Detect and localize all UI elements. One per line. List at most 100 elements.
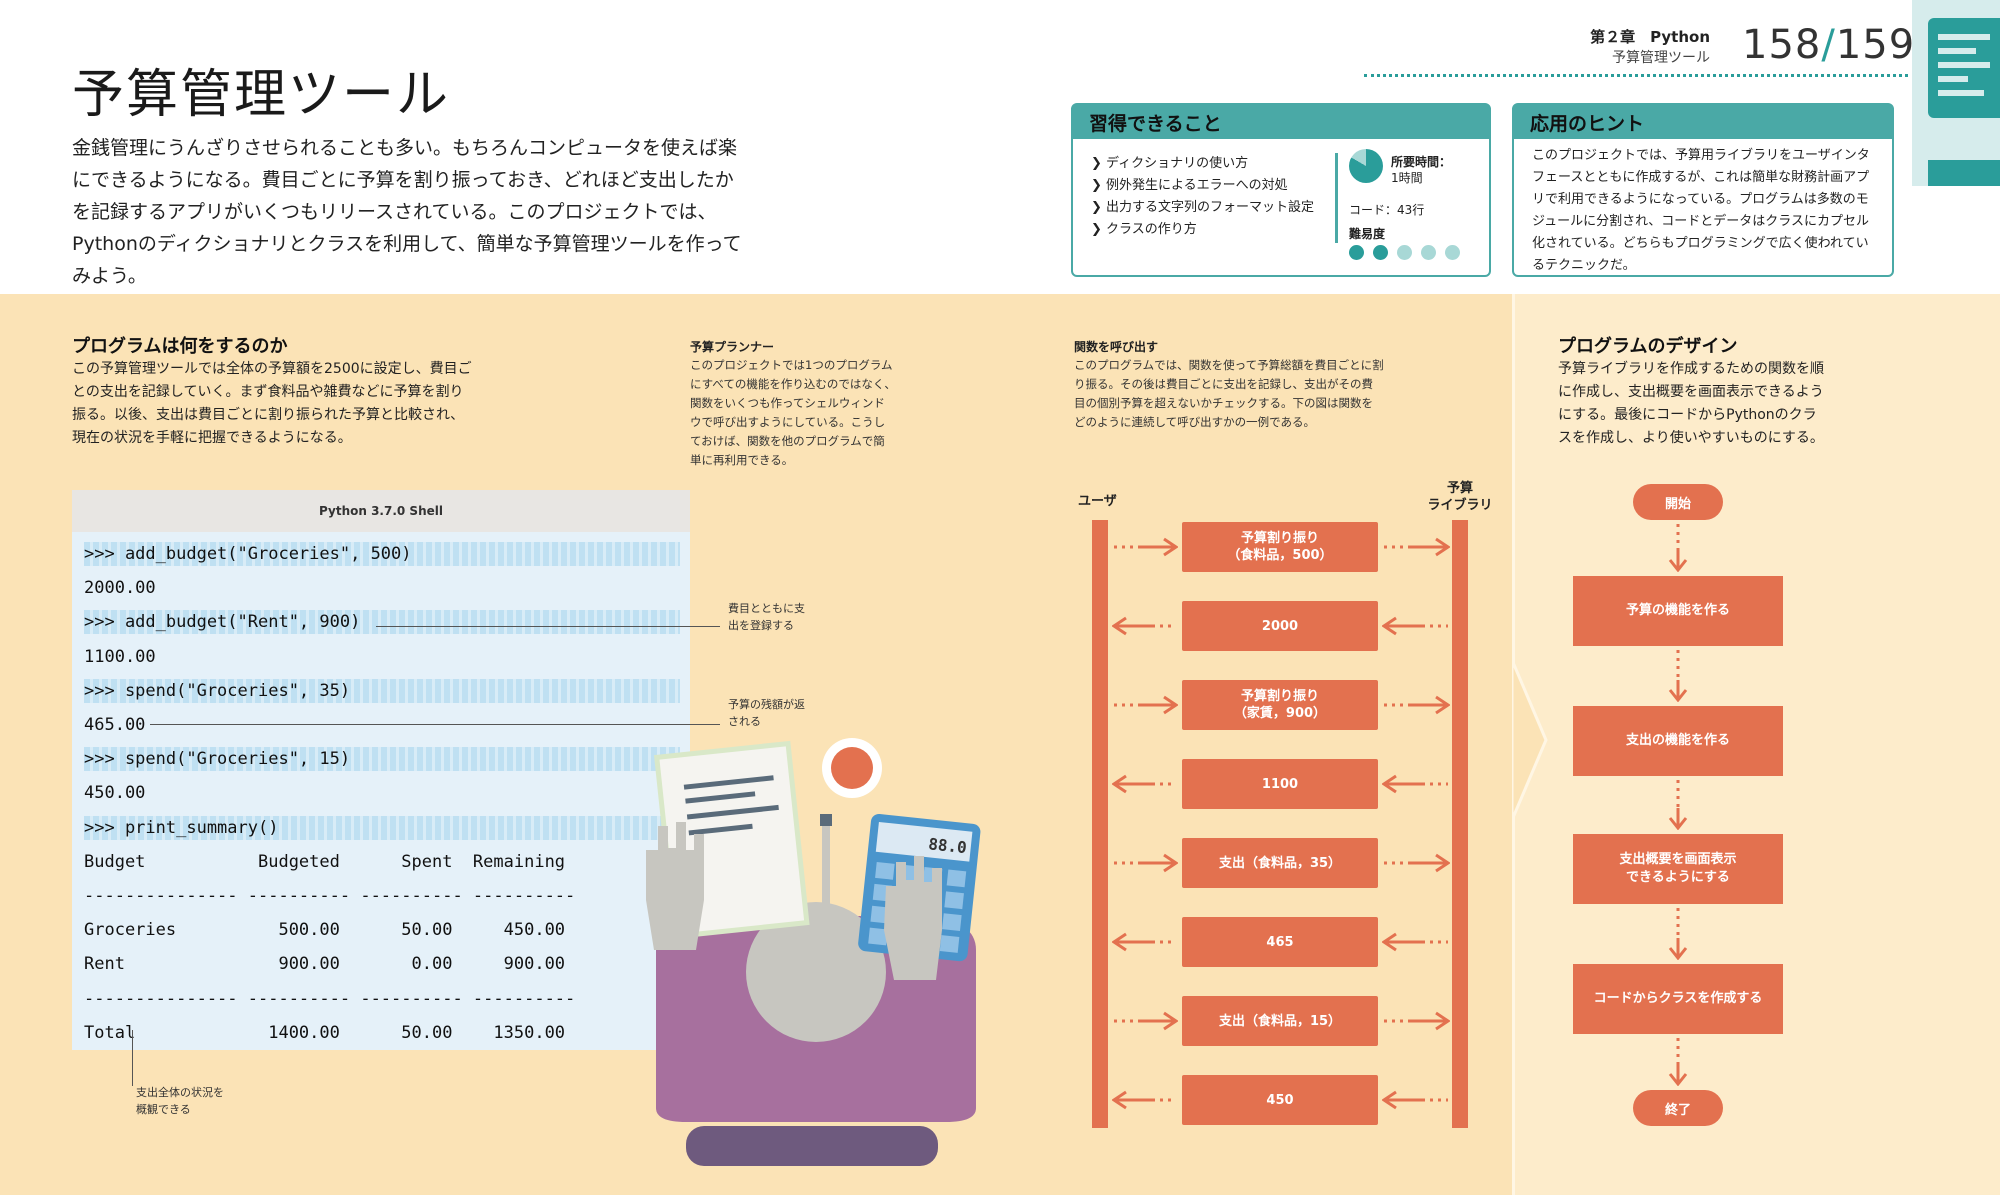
shell-line: >>> print_summary(): [84, 815, 680, 840]
hint-box: 応用のヒント このプロジェクトでは、予算用ライブラリをユーザインタフェースととも…: [1512, 103, 1894, 277]
arrow-right-icon: [1384, 537, 1450, 557]
shell-line: --------------- ---------- ---------- --…: [84, 886, 576, 906]
flow-arrow-down-icon: [1668, 908, 1688, 960]
arrow-right-icon: [1114, 695, 1178, 715]
callout-leader-summary: [132, 1030, 133, 1086]
library-lifeline: [1452, 520, 1468, 1128]
arrow-right-icon: [1114, 1011, 1178, 1031]
learn-item: ❯ ディクショナリの使い方: [1091, 156, 1249, 171]
design-heading: プログラムのデザイン: [1558, 336, 1738, 357]
panel-notch: [1512, 660, 1548, 820]
shell-command: >>> add_budget("Rent", 900): [84, 610, 680, 635]
monitor-icon: [1928, 18, 2000, 118]
shell-line: --------------- ---------- ---------- --…: [84, 988, 576, 1009]
shell-line: 1100.00: [84, 646, 156, 667]
calling-text: このプログラムでは、関数を使って予算総額を費目ごとに割り振る。その後は費目ごとに…: [1074, 358, 1384, 429]
arrow-left-icon: [1382, 616, 1448, 636]
shell-line: >>> spend("Groceries", 35): [84, 678, 680, 703]
flow-step: 支出概要を画面表示 できるようにする: [1573, 834, 1783, 904]
planner-heading: 予算プランナー: [690, 340, 775, 354]
seq-message-box: 450: [1182, 1075, 1378, 1125]
arrow-left-icon: [1112, 932, 1176, 952]
time-label: 所要時間：: [1391, 155, 1452, 169]
flow-start: 開始: [1633, 484, 1723, 520]
chapter-label: 第２章 Python 予算管理ツール: [1590, 26, 1710, 67]
learn-item: ❯ クラスの作り方: [1091, 222, 1197, 237]
seq-message-box: 支出（食料品，15）: [1182, 996, 1378, 1046]
difficulty-dot: [1397, 245, 1412, 260]
monitor-stand: [1928, 160, 2000, 186]
arrow-left-icon: [1112, 774, 1176, 794]
seq-message-box: 支出（食料品，35）: [1182, 838, 1378, 888]
page-separator: /: [1821, 22, 1836, 68]
callout-leader-register: [376, 626, 720, 627]
difficulty-dots: [1349, 245, 1469, 264]
hint-text: このプロジェクトでは、予算用ライブラリをユーザインタフェースとともに作成するが、…: [1532, 148, 1870, 273]
learn-item: ❯ 出力する文字列のフォーマット設定: [1091, 200, 1315, 215]
arrow-left-icon: [1112, 1090, 1176, 1110]
shell-line: Budget Budgeted Spent Remaining: [84, 851, 566, 872]
shell-line: 450.00: [84, 783, 146, 804]
flow-step: コードからクラスを作成する: [1573, 964, 1783, 1034]
learn-divider: [1335, 153, 1338, 243]
shell-line: 465.00: [84, 715, 146, 735]
shell-line: >>> add_budget("Groceries", 500): [84, 542, 680, 566]
learn-list: ❯ ディクショナリの使い方 ❯ 例外発生によるエラーへの対処 ❯ 出力する文字列…: [1091, 153, 1314, 241]
page-right: 159: [1835, 22, 1916, 68]
learn-item: ❯ 例外発生によるエラーへの対処: [1091, 178, 1288, 193]
arrow-left-icon: [1382, 774, 1448, 794]
intro-text: 金銭管理にうんざりさせられることも多い。もちろんコンピュータを使えば楽にできるよ…: [72, 137, 742, 287]
flow-step: 支出の機能を作る: [1573, 706, 1783, 776]
callout-remaining: 予算の残額が返される: [728, 698, 805, 728]
arrow-right-icon: [1384, 853, 1450, 873]
person-budgeting-illustration: 88.0: [646, 738, 981, 1166]
seq-message-box: 予算割り振り （家賃，900）: [1182, 680, 1378, 730]
difficulty-label: 難易度: [1349, 227, 1386, 241]
seq-library-label: 予算 ライブラリ: [1427, 481, 1493, 513]
shell-line: Groceries 500.00 50.00 450.00: [84, 920, 566, 941]
arrow-right-icon: [1384, 695, 1450, 715]
what-text: この予算管理ツールでは全体の予算額を2500に設定し、費目ごとの支出を記録してい…: [72, 361, 472, 446]
arrow-right-icon: [1384, 1011, 1450, 1031]
calculator-display: 88.0: [927, 834, 967, 857]
arrow-left-icon: [1382, 1090, 1448, 1110]
flow-arrow-down-icon: [1668, 524, 1688, 572]
seq-message-box: 2000: [1182, 601, 1378, 651]
shell-command: >>> add_budget("Groceries", 500): [84, 542, 680, 566]
chapter-tab-monitor-icon: [1912, 0, 2000, 186]
shell-titlebar: Python 3.7.0 Shell: [72, 490, 690, 532]
seq-message-box: 1100: [1182, 759, 1378, 809]
arrow-right-icon: [1114, 537, 1178, 557]
shell-line: Total 1400.00 50.00 1350.00: [84, 1022, 566, 1043]
shell-command: >>> spend("Groceries", 35): [84, 678, 680, 703]
learn-heading: 習得できること: [1073, 105, 1489, 139]
shell-line: >>> add_budget("Rent", 900): [84, 610, 680, 635]
arrow-left-icon: [1112, 616, 1176, 636]
seq-message-box: 予算割り振り （食料品，500）: [1182, 522, 1378, 572]
difficulty-dot: [1445, 245, 1460, 260]
code-lines: コード：43行: [1349, 203, 1425, 217]
chapter-title: 第２章 Python: [1590, 28, 1710, 46]
flow-arrow-down-icon: [1668, 780, 1688, 830]
user-lifeline: [1092, 520, 1108, 1128]
what-heading: プログラムは何をするのか: [72, 336, 288, 357]
header-dotted-rule: [1364, 74, 1908, 77]
flow-step: 予算の機能を作る: [1573, 576, 1783, 646]
clock-pie-icon: [1349, 149, 1383, 183]
learn-box: 習得できること ❯ ディクショナリの使い方 ❯ 例外発生によるエラーへの対処 ❯…: [1071, 103, 1491, 277]
chapter-subtitle: 予算管理ツール: [1612, 50, 1710, 66]
page-title: 予算管理ツール: [72, 65, 451, 125]
seq-message-box: 465: [1182, 917, 1378, 967]
hint-heading: 応用のヒント: [1514, 105, 1892, 139]
seq-user-label: ユーザ: [1078, 494, 1117, 509]
difficulty-dot: [1349, 245, 1364, 260]
flow-end: 終了: [1633, 1090, 1723, 1126]
calling-heading: 関数を呼び出す: [1074, 340, 1159, 354]
time-value: 1時間: [1391, 171, 1423, 185]
planner-text: このプロジェクトでは1つのプログラムにすべての機能を作り込むのではなく、関数をい…: [690, 358, 896, 467]
shell-line: 2000.00: [84, 578, 156, 599]
shell-line: Rent 900.00 0.00 900.00: [84, 954, 566, 975]
page-numbers: 158/159: [1742, 22, 1915, 68]
callout-leader-remaining: [150, 724, 720, 725]
callout-summary: 支出全体の状況を概観できる: [136, 1086, 224, 1116]
